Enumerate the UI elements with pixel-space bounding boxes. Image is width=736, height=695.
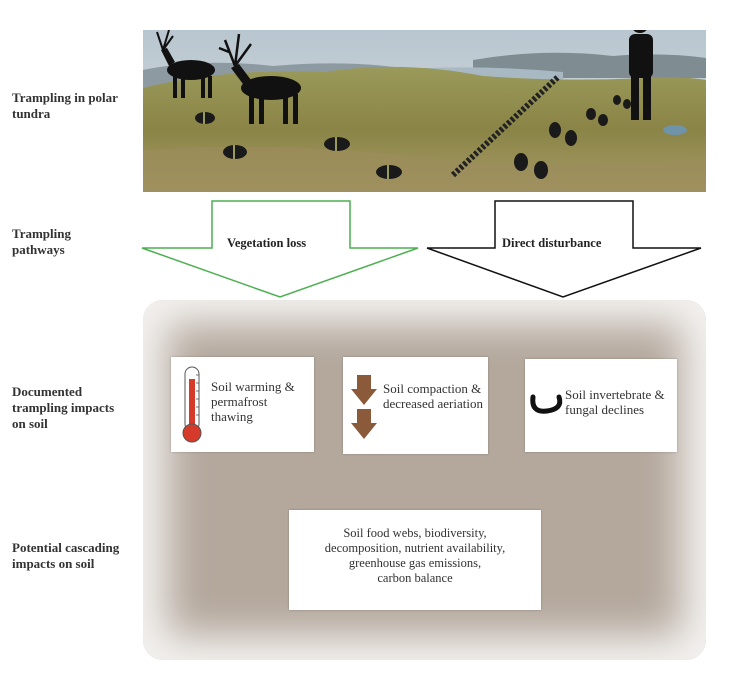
- row-label-potential: Potential cascading impacts on soil: [12, 540, 120, 571]
- soil-compaction-box: Soil compaction & decreased aeriation: [343, 357, 488, 454]
- row-label-documented: Documented trampling impacts on soil: [12, 384, 115, 431]
- cascading-line-4: carbon balance: [377, 571, 453, 585]
- earthworm-icon: [530, 394, 563, 414]
- soil-invertebrate-box: Soil invertebrate & fungal declines: [525, 359, 677, 452]
- thermometer-icon: [182, 366, 202, 443]
- direct-disturbance-arrow: [426, 200, 702, 298]
- direct-disturbance-label: Direct disturbance: [502, 236, 602, 250]
- tundra-scene-image: [143, 30, 706, 192]
- cascading-impacts-text: Soil food webs, biodiversity, decomposit…: [289, 526, 541, 586]
- row-label-trampling-tundra: Trampling in polar tundra: [12, 90, 118, 121]
- cascading-line-2: decomposition, nutrient availability,: [324, 541, 506, 555]
- cascading-line-3: greenhouse gas emissions,: [348, 556, 482, 570]
- cascading-line-1: Soil food webs, biodiversity,: [343, 526, 487, 540]
- soil-warming-box: Soil warming & permafrost thawing: [171, 357, 314, 452]
- soil-invertebrate-text: Soil invertebrate & fungal declines: [565, 387, 665, 417]
- soil-warming-text: Soil warming & permafrost thawing: [211, 379, 295, 424]
- vegetation-loss-arrow: [141, 200, 419, 298]
- row-label-pathways: Trampling pathways: [12, 226, 71, 257]
- down-arrow-compaction-icon: [351, 375, 377, 439]
- cascading-impacts-box: Soil food webs, biodiversity, decomposit…: [289, 510, 541, 610]
- soil-compaction-text: Soil compaction & decreased aeriation: [383, 381, 483, 411]
- vegetation-loss-label: Vegetation loss: [227, 236, 307, 250]
